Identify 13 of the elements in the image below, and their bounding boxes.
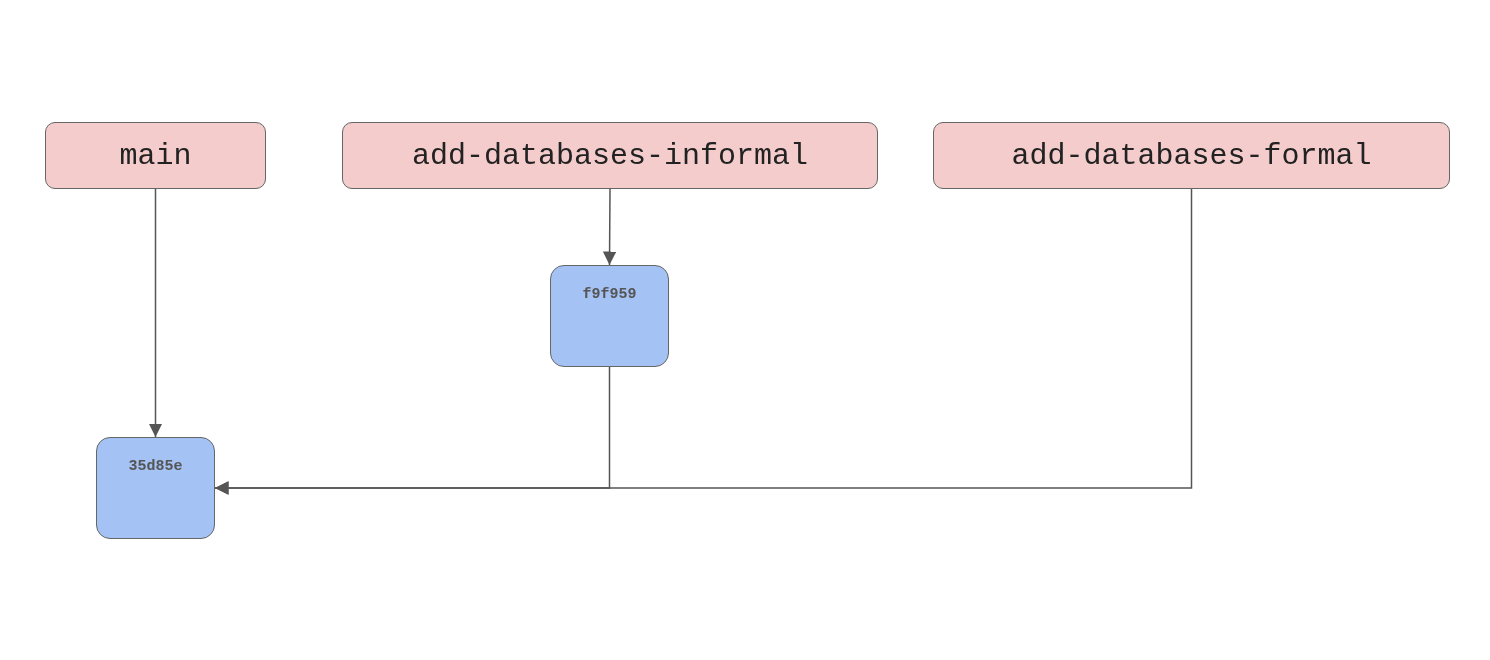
arrow [214,188,1193,495]
branch-label-box [933,122,1450,189]
commit-hash: 35d85e [128,458,183,475]
branch-label-box [342,122,878,189]
arrow [602,188,617,266]
commit-hash: f9f959 [582,286,637,303]
branch-name: add-databases-formal [1011,138,1372,173]
branch-name: add-databases-informal [411,138,809,173]
arrow [148,188,163,438]
commit-box [550,265,669,367]
commit-box [96,437,215,539]
branch-name: main [119,138,192,173]
branch-label-box [45,122,266,189]
